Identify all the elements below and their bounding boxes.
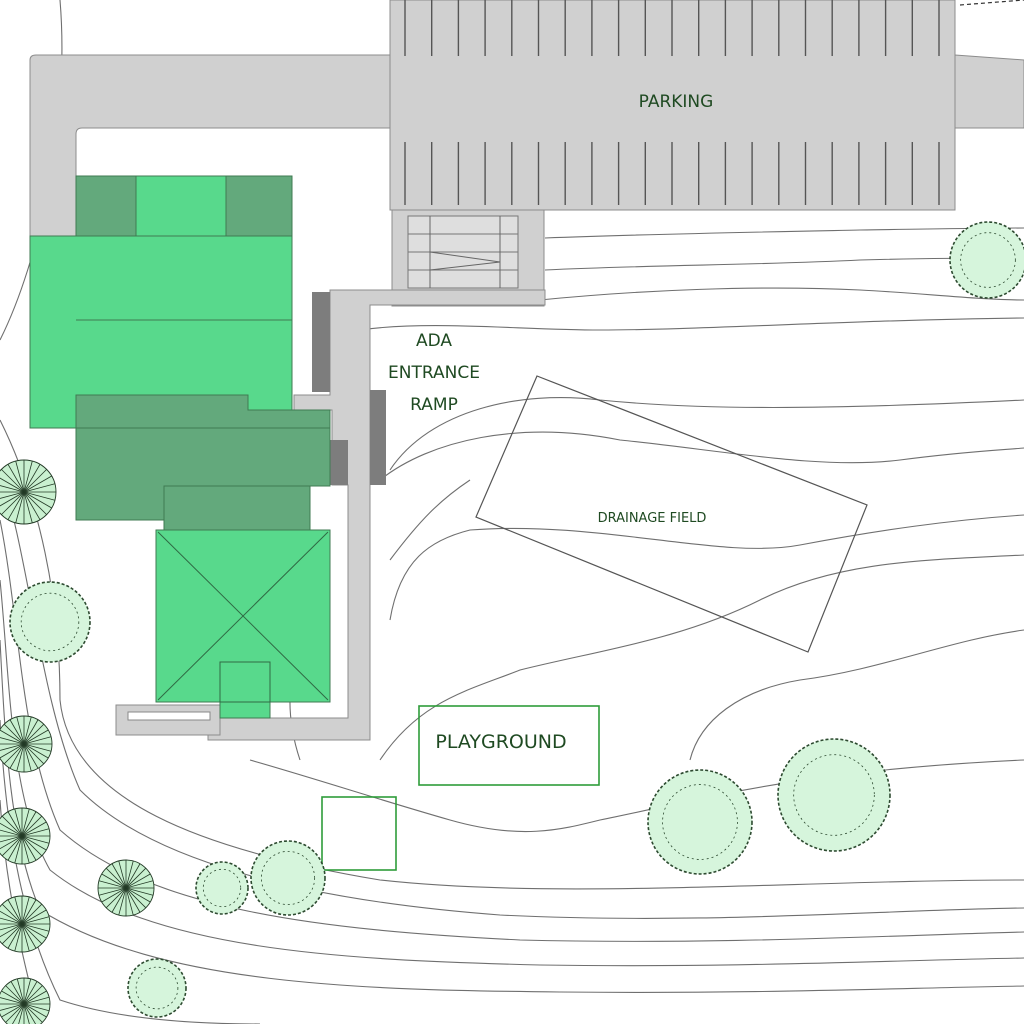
drainage-field-label: DRAINAGE FIELD [598,511,707,526]
star-canopy-tree-icon [0,895,51,953]
round-canopy-tree-icon [647,769,753,875]
star-canopy-tree-icon [0,807,51,865]
parking-stall-lines-top [404,0,940,56]
round-canopy-tree-icon [777,738,891,852]
playground-label: PLAYGROUND [435,731,566,753]
play-equipment-pad [321,796,397,871]
round-trees [9,221,1024,1018]
property-line [959,0,1024,6]
star-canopy-tree-icon [0,715,53,773]
ramp-label-line1: ADA [416,331,452,351]
star-canopy-tree-icon [0,977,51,1024]
parking-label: PARKING [639,92,714,112]
parking-lot: PARKING [389,0,956,211]
ada-ramp: ADA ENTRANCE RAMP [115,289,546,741]
star-trees [0,459,155,1024]
ramp-label-line3: RAMP [410,395,458,415]
parking-stall-lines-bottom [404,142,940,205]
round-canopy-tree-icon [127,958,187,1018]
round-canopy-tree-icon [949,221,1024,299]
round-canopy-tree-icon [195,861,249,915]
driveway [29,54,1024,237]
star-canopy-tree-icon [0,459,57,525]
building [29,175,331,719]
drainage-field: DRAINAGE FIELD [475,375,868,653]
playground: PLAYGROUND [321,705,600,871]
ramp-label-line2: ENTRANCE [388,363,480,383]
round-canopy-tree-icon [250,840,326,916]
round-canopy-tree-icon [9,581,91,663]
star-canopy-tree-icon [97,859,155,917]
